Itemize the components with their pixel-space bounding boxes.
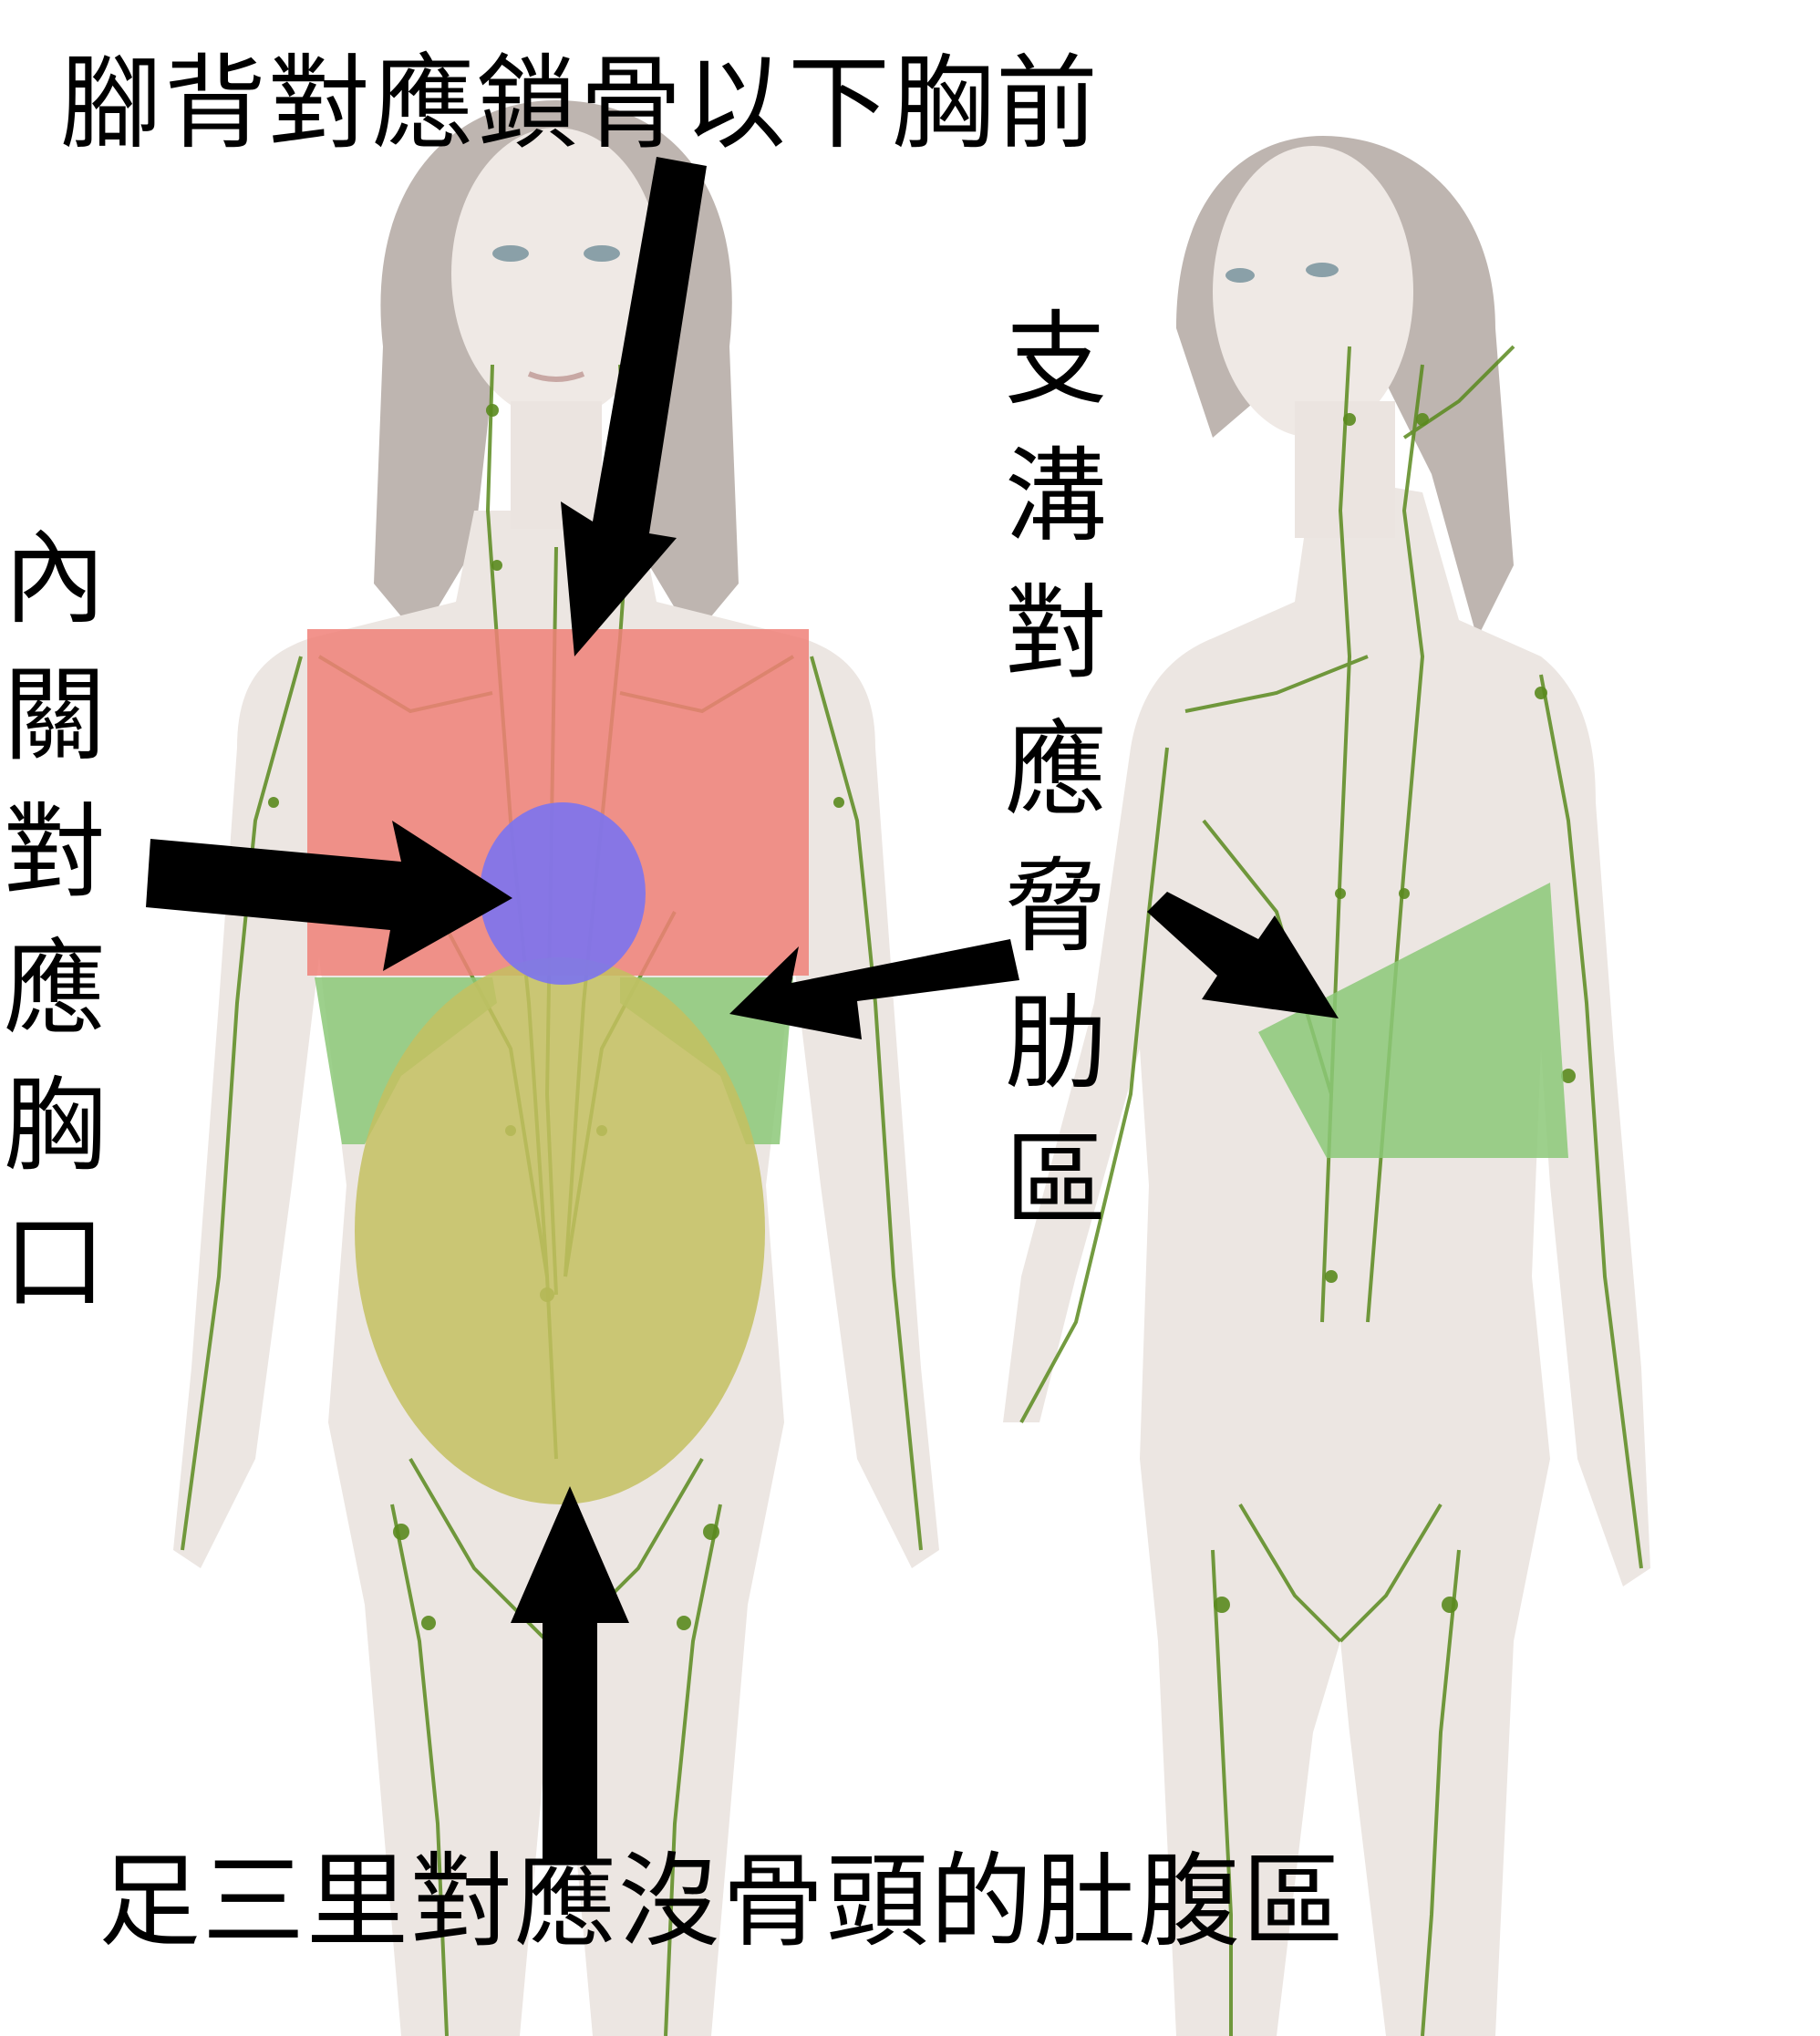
side-body [1003,474,1650,2036]
label-bottom: 足三里對應沒骨頭的肚腹區 [98,1843,1346,1961]
label-right: 支溝對應脅肋區 [1005,301,1107,1240]
side-eye-right [1306,263,1339,277]
arrow-top [561,157,707,656]
front-neck [511,401,602,529]
center-chest-region [480,802,646,985]
arrows [146,157,1339,1860]
front-mouth [527,371,585,382]
side-rib-region [1258,883,1568,1158]
side-figure [1003,135,1650,2036]
front-face [451,128,661,419]
arrow-right-front [729,939,1019,1039]
front-eye-right [584,245,620,262]
abdomen-region [355,957,765,1504]
label-top: 腳背對應鎖骨以下胸前 [60,45,1100,163]
label-left: 內關對應胸口 [4,520,106,1322]
arrow-bottom [511,1486,629,1860]
front-eye-left [492,245,529,262]
arrow-right-side [1147,892,1339,1018]
side-face [1213,146,1413,438]
side-eye-left [1225,268,1255,283]
side-lymph-nodes [1214,413,1576,1613]
arrow-left [146,821,512,971]
